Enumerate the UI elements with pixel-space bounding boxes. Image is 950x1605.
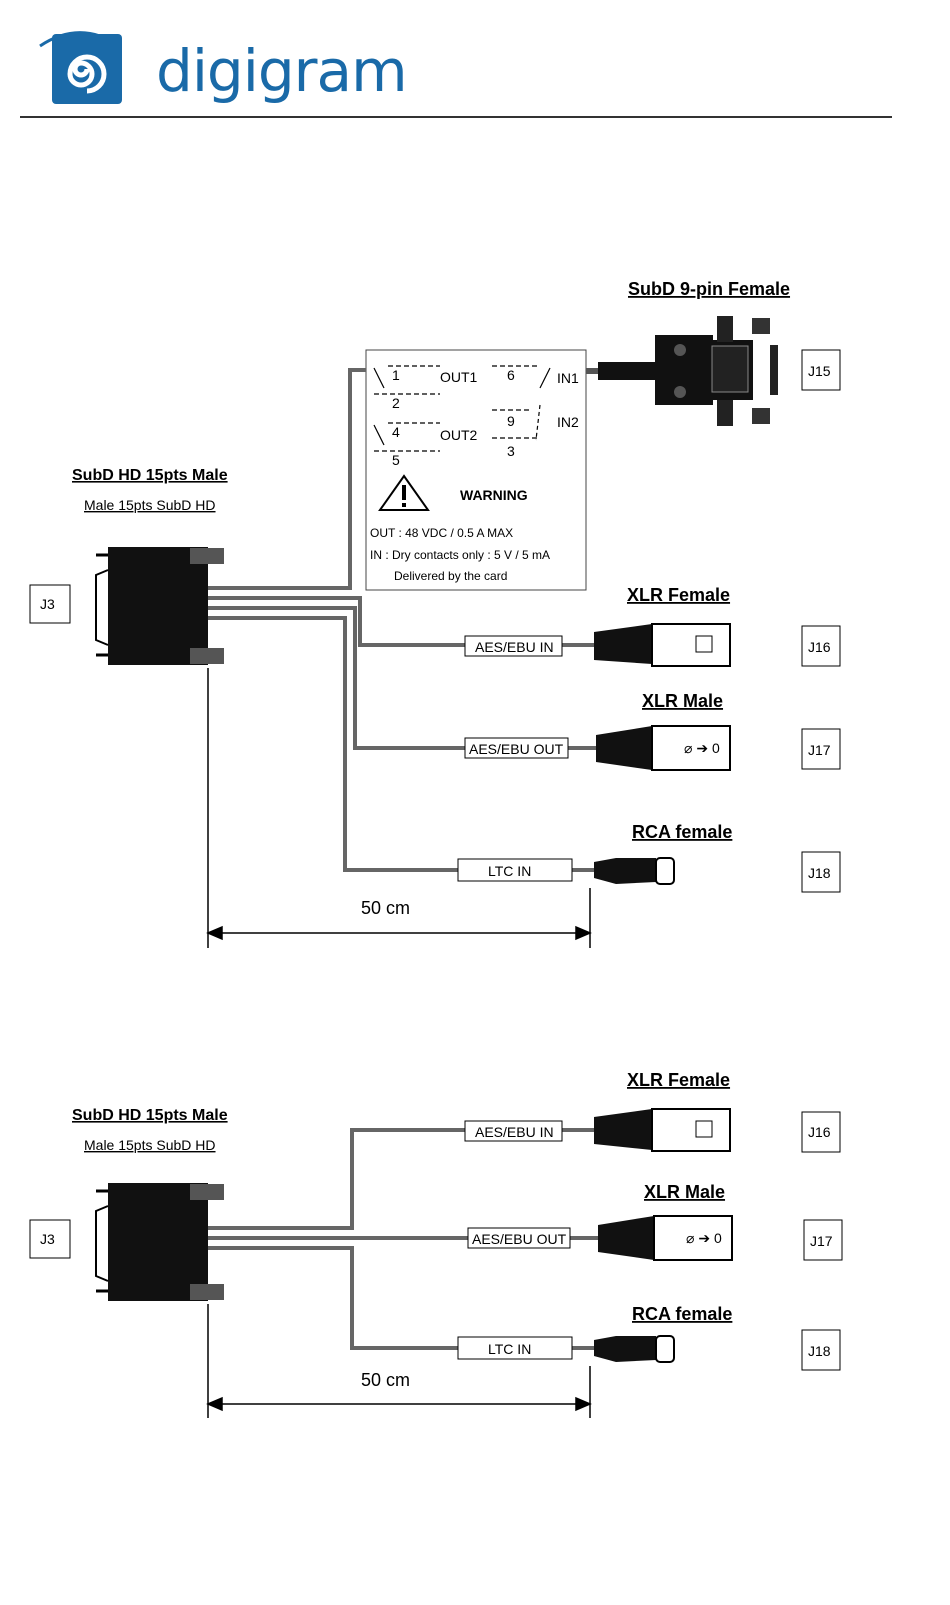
rca-female-connector [594,857,675,885]
wiring-diagram-1: SubD 9-pin Female J15 1 2 4 5 6 9 3 OUT1… [29,279,841,948]
length-label-2: 50 cm [361,1370,410,1390]
relay-pin-3: 3 [507,443,515,459]
aes-in-label-2: AES/EBU IN [475,1124,554,1140]
rca-female-connector-2 [594,1335,675,1363]
subdhd-connector [95,547,224,665]
logo-swirl-icon [39,31,122,104]
subdhd-connector-2 [95,1183,224,1301]
relay-in2: IN2 [557,414,579,430]
xlr-female-connector [594,623,731,667]
relay-symbols [373,365,551,452]
warning-line-1: OUT : 48 VDC / 0.5 A MAX [370,526,513,540]
j17-box [801,728,841,770]
length-label: 50 cm [361,898,410,918]
cable-tails [562,643,598,872]
xlr-female-label: XLR Female [627,585,730,605]
xlr-male-pin-symbol-icon: ⌀ ➔ 0 [684,740,720,756]
ltc-in-label-2: LTC IN [488,1341,531,1357]
relay-pin-1: 1 [392,367,400,383]
subdhd-label-2: SubD HD 15pts Male [72,1107,228,1124]
warning-line-3: Delivered by the card [394,569,507,583]
rca-female-label: RCA female [632,822,732,842]
relay-out1: OUT1 [440,369,478,385]
aes-in-label-box [464,635,563,657]
relay-out2: OUT2 [440,427,478,443]
j16-label-2: J16 [808,1124,831,1140]
j17-label: J17 [808,742,831,758]
relay-box [365,349,587,591]
j17-label-2: J17 [810,1233,833,1249]
xlr-male-label-2: XLR Male [644,1182,725,1202]
j15-box [801,349,841,391]
warning-icon [378,474,430,511]
xlr-female-label-2: XLR Female [627,1070,730,1090]
ltc-in-label-box [457,858,573,882]
xlr-female-connector-2 [594,1108,731,1152]
subd9-label: SubD 9-pin Female [628,279,790,299]
warning-line-2: IN : Dry contacts only : 5 V / 5 mA [370,548,550,562]
j15-label: J15 [808,363,831,379]
relay-pin-4: 4 [392,424,400,440]
xlr-male-pin-symbol-icon-2: ⌀ ➔ 0 [686,1230,722,1246]
cable-tails-2 [562,1128,598,1350]
digigram-logo: digigram [30,20,430,115]
aes-out-label: AES/EBU OUT [469,741,564,757]
j18-label-2: J18 [808,1343,831,1359]
xlr-male-connector: ⌀ ➔ 0 [596,725,731,771]
aes-in-label: AES/EBU IN [475,639,554,655]
xlr-male-label: XLR Male [642,691,723,711]
subd9-connector [598,316,778,426]
subdhd-sublabel-2: Male 15pts SubD HD [84,1137,216,1153]
j3-label: J3 [40,596,55,612]
relay-pin-5: 5 [392,452,400,468]
header-divider [20,116,892,118]
ltc-in-label: LTC IN [488,863,531,879]
xlr-male-connector-2: ⌀ ➔ 0 [598,1215,733,1261]
j18-box [801,851,841,893]
length-dimension [206,668,592,948]
relay-pin-9: 9 [507,413,515,429]
j3-box [29,584,71,624]
cable-bundle [208,368,465,872]
j3-label-2: J3 [40,1231,55,1247]
warning-title: WARNING [460,487,528,503]
j16-box-2 [801,1111,841,1153]
ltc-in-label-box-2 [457,1336,573,1360]
cable-bundle-2 [208,1128,468,1350]
relay-pin-2: 2 [392,395,400,411]
wiring-diagram-2: SubD HD 15pts Male Male 15pts SubD HD J3… [29,1070,843,1418]
subdhd-sublabel: Male 15pts SubD HD [84,497,216,513]
length-dimension-2 [206,1304,592,1418]
aes-out-label-box-2 [467,1227,571,1249]
relay-pin-6: 6 [507,367,515,383]
j18-label: J18 [808,865,831,881]
j18-box-2 [801,1329,841,1371]
relay-in1: IN1 [557,370,579,386]
j17-box-2 [803,1219,843,1261]
rca-female-label-2: RCA female [632,1304,732,1324]
aes-out-label-box [464,737,569,759]
aes-in-label-box-2 [464,1120,563,1142]
brand-name: digigram [156,37,408,105]
subdhd-label: SubD HD 15pts Male [72,467,228,484]
j16-box [801,625,841,667]
j16-label: J16 [808,639,831,655]
aes-out-label-2: AES/EBU OUT [472,1231,567,1247]
j3-box-2 [29,1219,71,1259]
